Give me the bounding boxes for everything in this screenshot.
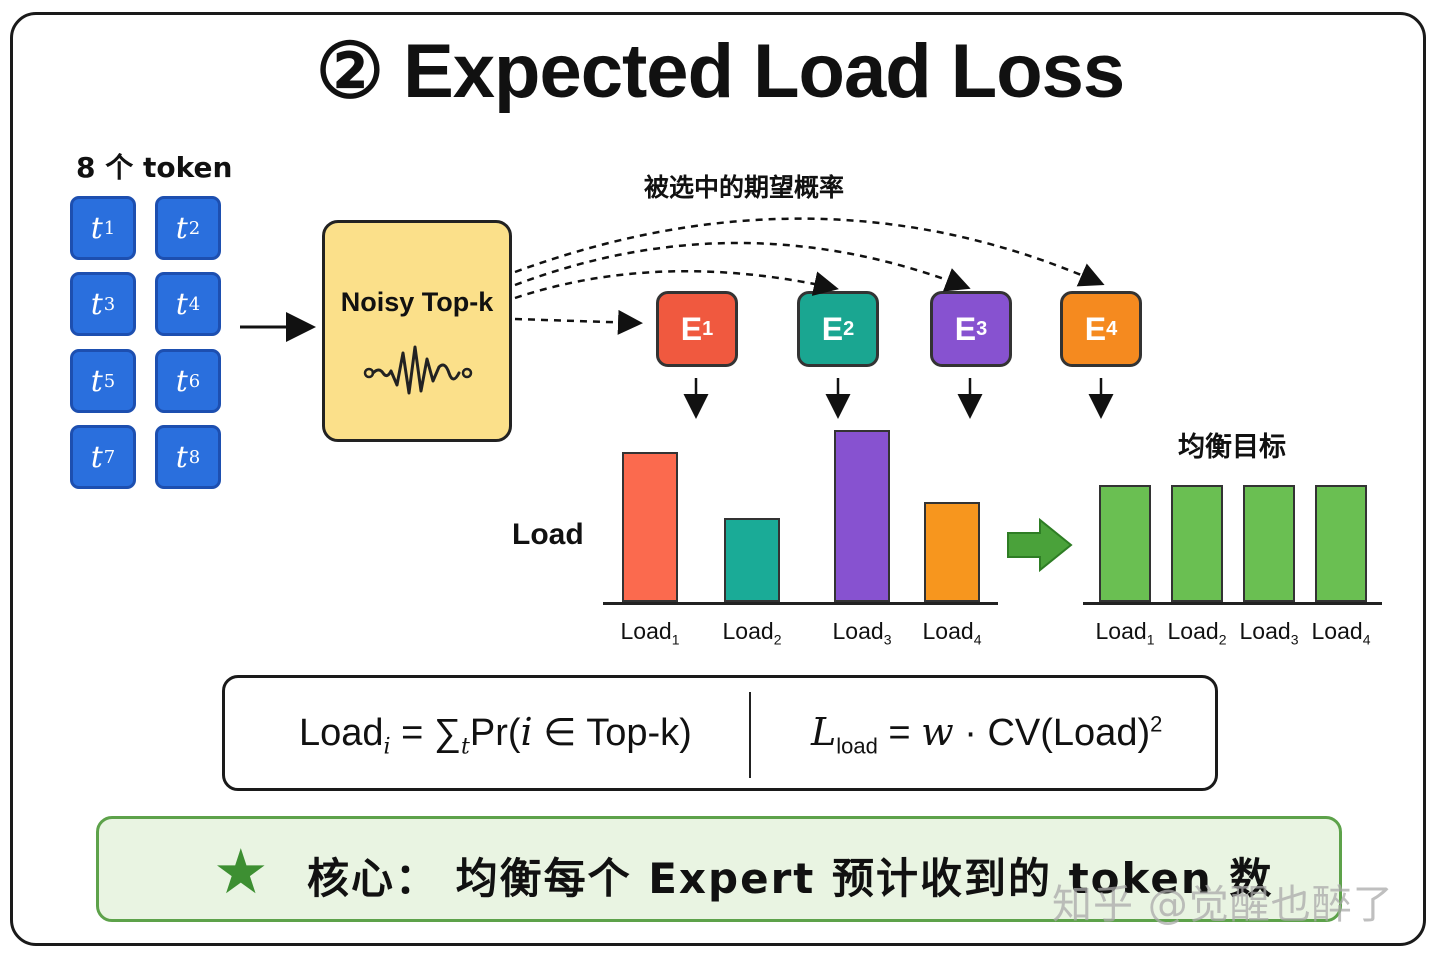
core-idea-box: ★ 核心： 均衡每个 Expert 预计收到的 token 数: [96, 816, 1342, 922]
balanced-load-tick-label-1: Load1: [1095, 618, 1155, 648]
current-load-bar-3: [834, 430, 890, 602]
router-label: Noisy Top-k: [340, 287, 494, 317]
router-to-e2-arrow: [514, 269, 839, 300]
balanced-goal-label: 均衡目标: [1178, 432, 1286, 463]
balanced-load-bar-3: [1243, 485, 1295, 602]
noise-wave-icon: [363, 345, 473, 395]
current-load-bar-4: [924, 502, 980, 602]
balanced-load-bar-1: [1099, 485, 1151, 602]
diagram-frame: [10, 12, 1426, 946]
current-load-tick-label-4: Load4: [922, 618, 982, 648]
router-to-e1-arrow: [514, 309, 643, 335]
router-to-e4-arrow: [514, 217, 1105, 287]
noisy-topk-router: Noisy Top-k: [322, 220, 512, 442]
watermark: 知乎 @觉醒也醉了: [1052, 882, 1394, 928]
router-to-e3-arrow: [514, 241, 971, 292]
current-load-tick-label-1: Load1: [620, 618, 680, 648]
balanced-load-bar-4: [1315, 485, 1367, 602]
formula-divider: [749, 692, 751, 778]
diagram-title: ② Expected Load Loss: [315, 29, 1125, 114]
current-load-tick-label-3: Load3: [832, 618, 892, 648]
load-formula: Loadi = ∑tPr(i ∈ Top-k): [299, 710, 692, 760]
balanced-load-tick-label-3: Load3: [1239, 618, 1299, 648]
star-icon: ★: [213, 835, 269, 908]
balance-transition-arrow: [1007, 517, 1073, 573]
balanced-load-bar-2: [1171, 485, 1223, 602]
balanced-load-tick-label-4: Load4: [1311, 618, 1371, 648]
current-load-axis-line: [603, 602, 998, 605]
expected-probability-label: 被选中的期望概率: [644, 173, 845, 202]
token-group-label: 8 个 token: [76, 151, 233, 184]
loss-formula: Lload = w · CV(Load)2: [811, 710, 1163, 759]
load-axis-label: Load: [512, 518, 584, 551]
core-idea-text: 核心： 均衡每个 Expert 预计收到的 token 数: [307, 854, 1274, 903]
current-load-bar-1: [622, 452, 678, 602]
formula-box: Loadi = ∑tPr(i ∈ Top-k) Lload = w · CV(L…: [222, 675, 1218, 791]
current-load-bar-2: [724, 518, 780, 602]
balanced-load-tick-label-2: Load2: [1167, 618, 1227, 648]
current-load-tick-label-2: Load2: [722, 618, 782, 648]
balanced-load-axis-line: [1083, 602, 1382, 605]
